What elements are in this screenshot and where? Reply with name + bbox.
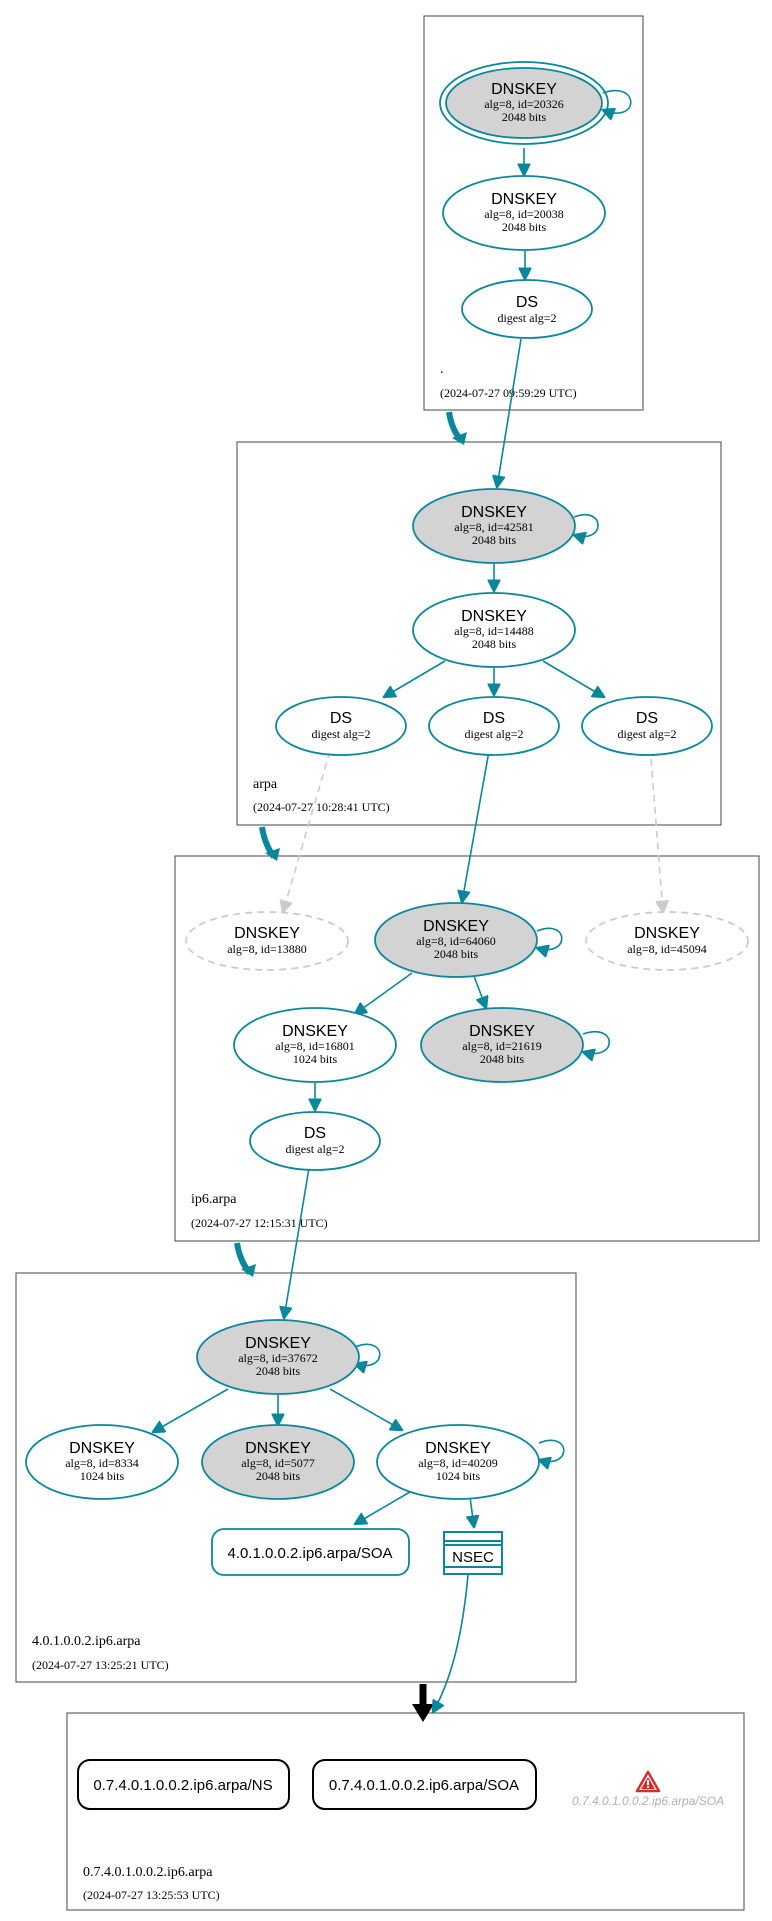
node-detail: digest alg=2 — [617, 727, 676, 741]
node-detail: alg=8, id=16801 — [275, 1039, 355, 1053]
node-z-ksk-37672[interactable]: DNSKEY alg=8, id=37672 2048 bits — [196, 1319, 360, 1395]
node-detail: alg=8, id=37672 — [238, 1351, 318, 1365]
node-detail: alg=8, id=14488 — [454, 624, 534, 638]
node-title: DNSKEY — [282, 1023, 348, 1040]
zone-name: . — [440, 362, 444, 377]
node-title: DNSKEY — [461, 608, 527, 625]
zone-name: arpa — [253, 777, 278, 792]
node-z-key-5077[interactable]: DNSKEY alg=8, id=5077 2048 bits — [201, 1424, 355, 1500]
node-detail: alg=8, id=8334 — [65, 1456, 139, 1470]
node-title: DS — [330, 710, 352, 727]
node-ip6-key-13880[interactable]: DNSKEY alg=8, id=13880 — [185, 911, 349, 971]
node-detail: alg=8, id=20326 — [484, 97, 564, 111]
node-detail: alg=8, id=40209 — [418, 1456, 498, 1470]
node-leaf-ns[interactable]: 0.7.4.0.1.0.0.2.ip6.arpa/NS — [77, 1759, 290, 1810]
zone-timestamp: (2024-07-27 13:25:21 UTC) — [32, 1658, 169, 1672]
zone-name: 0.7.4.0.1.0.0.2.ip6.arpa — [83, 1865, 213, 1880]
node-title: DS — [483, 710, 505, 727]
edges — [153, 89, 663, 1712]
node-ip6-ksk-21619[interactable]: DNSKEY alg=8, id=21619 2048 bits — [420, 1007, 584, 1083]
node-leaf-soa-error[interactable]: 0.7.4.0.1.0.0.2.ip6.arpa/SOA — [572, 1770, 724, 1808]
nsec-label: NSEC — [452, 1549, 494, 1566]
node-title: DNSKEY — [469, 1023, 535, 1040]
zone-timestamp: (2024-07-27 13:25:53 UTC) — [83, 1888, 220, 1902]
warning-icon — [635, 1770, 661, 1793]
node-title: DS — [304, 1125, 326, 1142]
rrset-label: 4.0.1.0.0.2.ip6.arpa/SOA — [227, 1545, 392, 1562]
node-z-nsec[interactable]: NSEC — [443, 1531, 503, 1575]
node-title: DNSKEY — [245, 1440, 311, 1457]
node-ip6-ksk-64060[interactable]: DNSKEY alg=8, id=64060 2048 bits — [374, 902, 538, 978]
zone-0-7-4-0-1-0-0-2-ip6-arpa: 0.7.4.0.1.0.0.2.ip6.arpa (2024-07-27 13:… — [66, 1712, 745, 1911]
zone-name: ip6.arpa — [191, 1192, 237, 1207]
node-detail: 2048 bits — [480, 1052, 525, 1066]
node-leaf-soa[interactable]: 0.7.4.0.1.0.0.2.ip6.arpa/SOA — [312, 1759, 537, 1810]
node-title: DNSKEY — [634, 925, 700, 942]
node-detail: alg=8, id=42581 — [454, 520, 534, 534]
node-detail: alg=8, id=64060 — [416, 934, 496, 948]
node-title: DNSKEY — [234, 925, 300, 942]
node-detail: 2048 bits — [472, 637, 517, 651]
node-detail: 2048 bits — [502, 220, 547, 234]
node-detail: digest alg=2 — [497, 311, 556, 325]
node-detail: 2048 bits — [434, 947, 479, 961]
node-detail: alg=8, id=45094 — [627, 942, 707, 956]
node-arpa-zsk-14488[interactable]: DNSKEY alg=8, id=14488 2048 bits — [412, 592, 576, 668]
node-title: DNSKEY — [491, 81, 557, 98]
node-detail: 2048 bits — [256, 1364, 301, 1378]
zone-timestamp: (2024-07-27 12:15:31 UTC) — [191, 1216, 328, 1230]
node-detail: digest alg=2 — [311, 727, 370, 741]
node-ip6-key-45094[interactable]: DNSKEY alg=8, id=45094 — [585, 911, 749, 971]
node-detail: 1024 bits — [436, 1469, 481, 1483]
rrset-label: 0.7.4.0.1.0.0.2.ip6.arpa/SOA — [329, 1777, 519, 1794]
node-detail: alg=8, id=13880 — [227, 942, 307, 956]
node-z-soa[interactable]: 4.0.1.0.0.2.ip6.arpa/SOA — [211, 1528, 410, 1576]
node-ip6-zsk-16801[interactable]: DNSKEY alg=8, id=16801 1024 bits — [233, 1007, 397, 1083]
node-ip6-ds[interactable]: DS digest alg=2 — [249, 1111, 381, 1171]
node-arpa-ds-3[interactable]: DS digest alg=2 — [581, 696, 713, 756]
node-arpa-ksk-42581[interactable]: DNSKEY alg=8, id=42581 2048 bits — [412, 488, 576, 564]
zone-timestamp: (2024-07-27 10:28:41 UTC) — [253, 800, 390, 814]
zone-timestamp: (2024-07-27 09:59:29 UTC) — [440, 386, 577, 400]
node-detail: 1024 bits — [80, 1469, 125, 1483]
rrset-label: 0.7.4.0.1.0.0.2.ip6.arpa/NS — [93, 1777, 272, 1794]
node-detail: 2048 bits — [472, 533, 517, 547]
node-arpa-ds-2[interactable]: DS digest alg=2 — [428, 696, 560, 756]
node-detail: 1024 bits — [293, 1052, 338, 1066]
node-arpa-ds-1[interactable]: DS digest alg=2 — [275, 696, 407, 756]
zone-name: 4.0.1.0.0.2.ip6.arpa — [32, 1634, 141, 1649]
node-detail: alg=8, id=21619 — [462, 1039, 542, 1053]
delegation-arrows — [234, 411, 467, 1722]
node-title: DNSKEY — [491, 191, 557, 208]
node-title: DNSKEY — [423, 918, 489, 935]
node-title: DNSKEY — [461, 504, 527, 521]
node-detail: digest alg=2 — [285, 1142, 344, 1156]
node-title: DNSKEY — [425, 1440, 491, 1457]
node-detail: alg=8, id=20038 — [484, 207, 564, 221]
node-z-key-8334[interactable]: DNSKEY alg=8, id=8334 1024 bits — [25, 1424, 179, 1500]
node-detail: alg=8, id=5077 — [241, 1456, 315, 1470]
node-root-zsk-20038[interactable]: DNSKEY alg=8, id=20038 2048 bits — [442, 175, 606, 251]
node-detail: 2048 bits — [502, 110, 547, 124]
node-title: DS — [516, 294, 538, 311]
node-root-ksk-20326[interactable]: DNSKEY alg=8, id=20326 2048 bits — [439, 61, 609, 145]
node-title: DS — [636, 710, 658, 727]
node-z-zsk-40209[interactable]: DNSKEY alg=8, id=40209 1024 bits — [376, 1424, 540, 1500]
node-title: DNSKEY — [245, 1335, 311, 1352]
rrset-label: 0.7.4.0.1.0.0.2.ip6.arpa/SOA — [572, 1794, 724, 1808]
node-title: DNSKEY — [69, 1440, 135, 1457]
node-detail: 2048 bits — [256, 1469, 301, 1483]
node-detail: digest alg=2 — [464, 727, 523, 741]
node-root-ds[interactable]: DS digest alg=2 — [461, 279, 593, 339]
